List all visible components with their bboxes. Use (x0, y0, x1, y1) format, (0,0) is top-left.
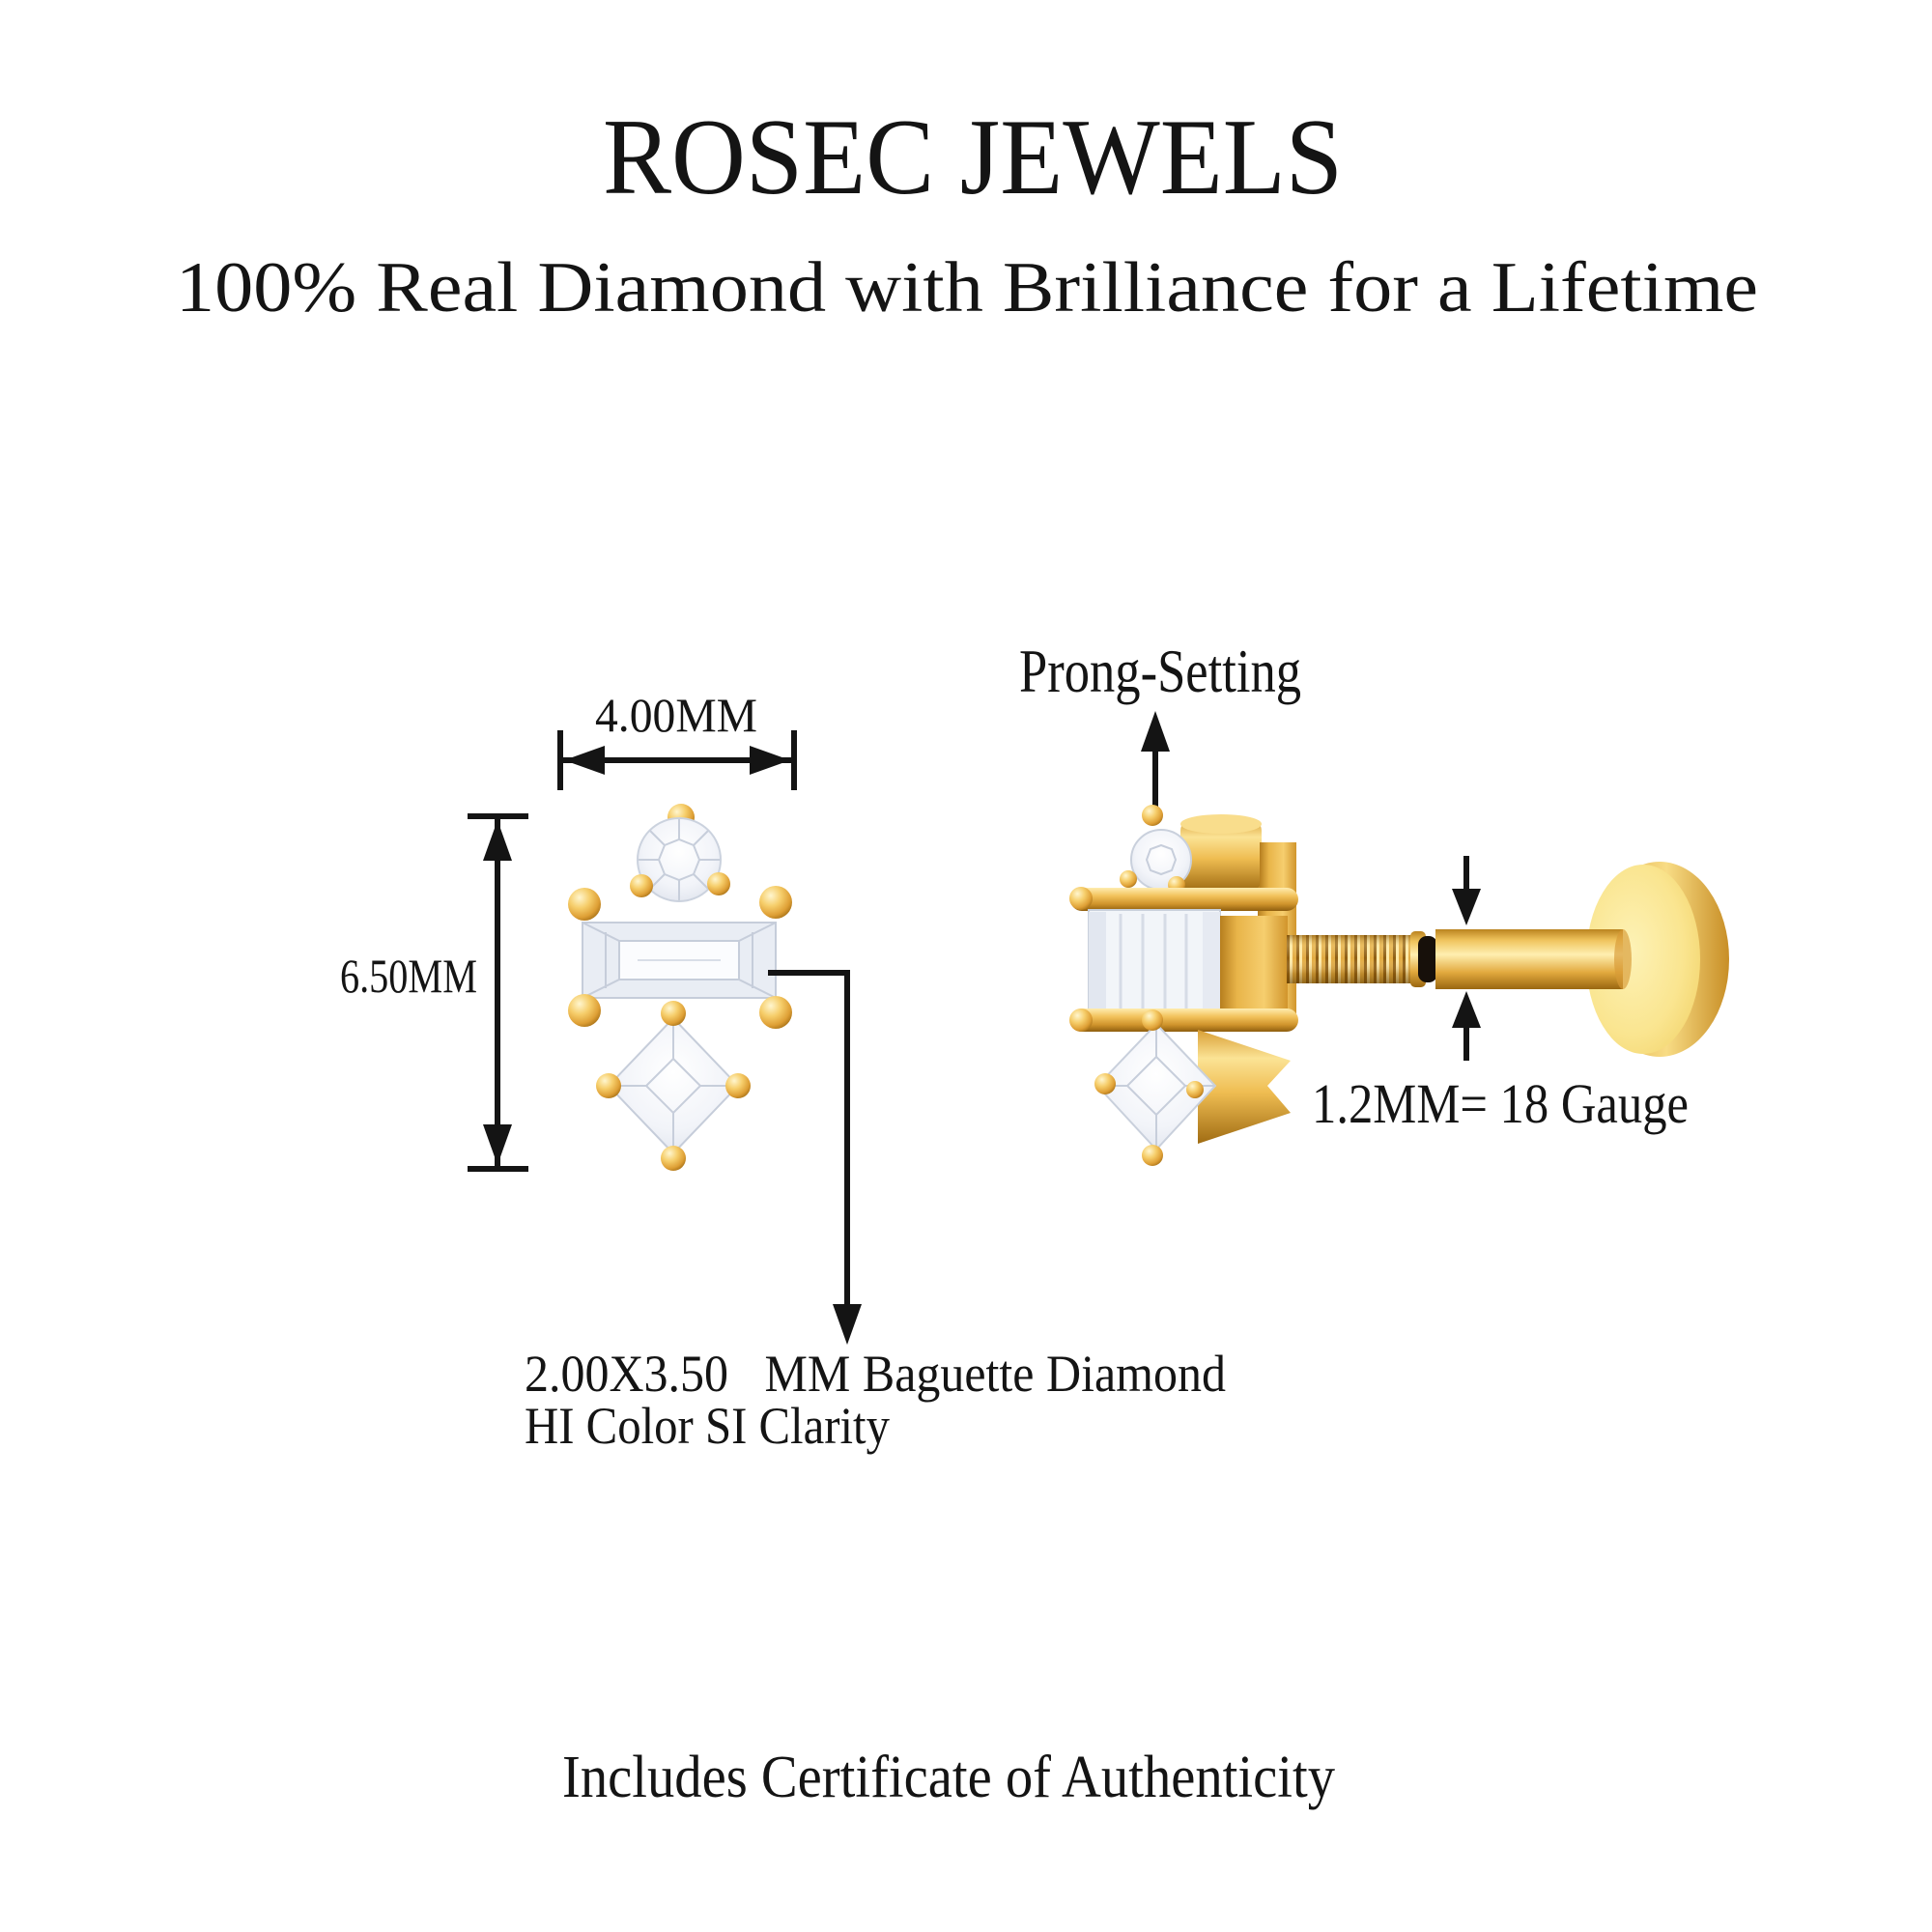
screw-thread-shading (1287, 935, 1418, 983)
callout-line2: HI Color SI Clarity (525, 1397, 890, 1455)
baguette-prong-ball (759, 996, 792, 1029)
gauge-arrowhead-down (1452, 889, 1481, 925)
side-prong-ball (1142, 1145, 1163, 1166)
earring-front-view (568, 804, 792, 1171)
princess-diamond (596, 1001, 751, 1171)
side-prong-ball (1069, 1009, 1093, 1032)
height-arrowhead-top (483, 820, 512, 861)
post-attach-shadow (1614, 929, 1632, 989)
baguette-side-gem (1088, 909, 1221, 1013)
baguette-side-facets (1119, 914, 1188, 1009)
round-diamond (630, 804, 730, 902)
height-arrowhead-bottom (483, 1124, 512, 1165)
side-prong-ball (1142, 1009, 1163, 1031)
gauge-label: 1.2MM= 18 Gauge (1312, 1072, 1689, 1135)
side-prong-ball (1069, 887, 1093, 910)
o-ring (1418, 936, 1437, 982)
side-view-diagram: Prong-Setting (1019, 637, 1729, 1166)
baguette-diamond-side (1088, 909, 1288, 1013)
princess-prong-ball (661, 1001, 686, 1026)
round-diamond-prong-ball (630, 874, 653, 897)
prong-setting-label: Prong-Setting (1019, 637, 1301, 705)
round-diamond-prong-ball (707, 872, 730, 895)
round-setting-step (1260, 842, 1296, 891)
round-setting-cylinder-top (1180, 814, 1262, 834)
setting-bottom-rail (1070, 1009, 1298, 1032)
gauge-arrowhead-up (1452, 991, 1481, 1028)
width-dimension-label: 4.00MM (595, 688, 757, 742)
width-dimension (557, 730, 797, 790)
earring-side-view (1069, 805, 1729, 1166)
baguette-prong-ball (759, 886, 792, 919)
labret-disc-face (1586, 865, 1700, 1054)
round-setting-cylinder (1180, 819, 1262, 891)
setting-top-rail (1070, 888, 1298, 911)
labret-post (1435, 929, 1623, 989)
side-prong-ball (1094, 1073, 1116, 1094)
baguette-callout-arrow (768, 970, 862, 1345)
princess-prong-ball (661, 1146, 686, 1171)
front-view-diagram: 4.00MM 6.50MM (340, 688, 862, 1345)
screw-thread (1287, 935, 1418, 983)
baguette-side-left-facet (1089, 912, 1106, 1010)
width-arrowhead-right (750, 746, 790, 775)
princess-prong-ball (596, 1073, 621, 1098)
baguette-setting-block (1220, 916, 1288, 1009)
round-diamond-side-facets (1145, 843, 1178, 876)
callout-leader-line (768, 970, 850, 1306)
princess-diamond-side (1094, 1009, 1291, 1166)
prong-arrowhead (1141, 711, 1170, 752)
side-prong-ball (1142, 805, 1163, 826)
labret-disc (1586, 862, 1729, 1057)
side-prong-ball (1120, 870, 1137, 888)
brand-subtitle: 100% Real Diamond with Brilliance for a … (176, 248, 1758, 327)
baguette-prong-ball (568, 888, 601, 921)
callout-line1: 2.00X3.50 MM Baguette Diamond (525, 1345, 1226, 1403)
height-dimension (468, 813, 528, 1172)
height-dimension-label: 6.50MM (340, 949, 477, 1003)
princess-prong-ball (725, 1073, 751, 1098)
side-prong-ball (1186, 1081, 1204, 1098)
prong-setting-arrow (1141, 711, 1170, 810)
certificate-caption: Includes Certificate of Authenticity (562, 1745, 1335, 1810)
round-diamond-side (1120, 805, 1192, 894)
gauge-dimension-arrows (1452, 856, 1481, 1061)
baguette-diamond (568, 886, 792, 1029)
princess-setting-chevron (1198, 1030, 1291, 1144)
baguette-side-right-facet (1203, 912, 1220, 1010)
brand-title: ROSEC JEWELS (603, 98, 1343, 217)
baguette-facets (582, 922, 777, 999)
baguette-prong-ball (568, 994, 601, 1027)
baguette-callout-text: 2.00X3.50 MM Baguette Diamond HI Color S… (525, 1345, 1226, 1455)
callout-arrowhead (833, 1304, 862, 1345)
width-arrowhead-left (564, 746, 605, 775)
